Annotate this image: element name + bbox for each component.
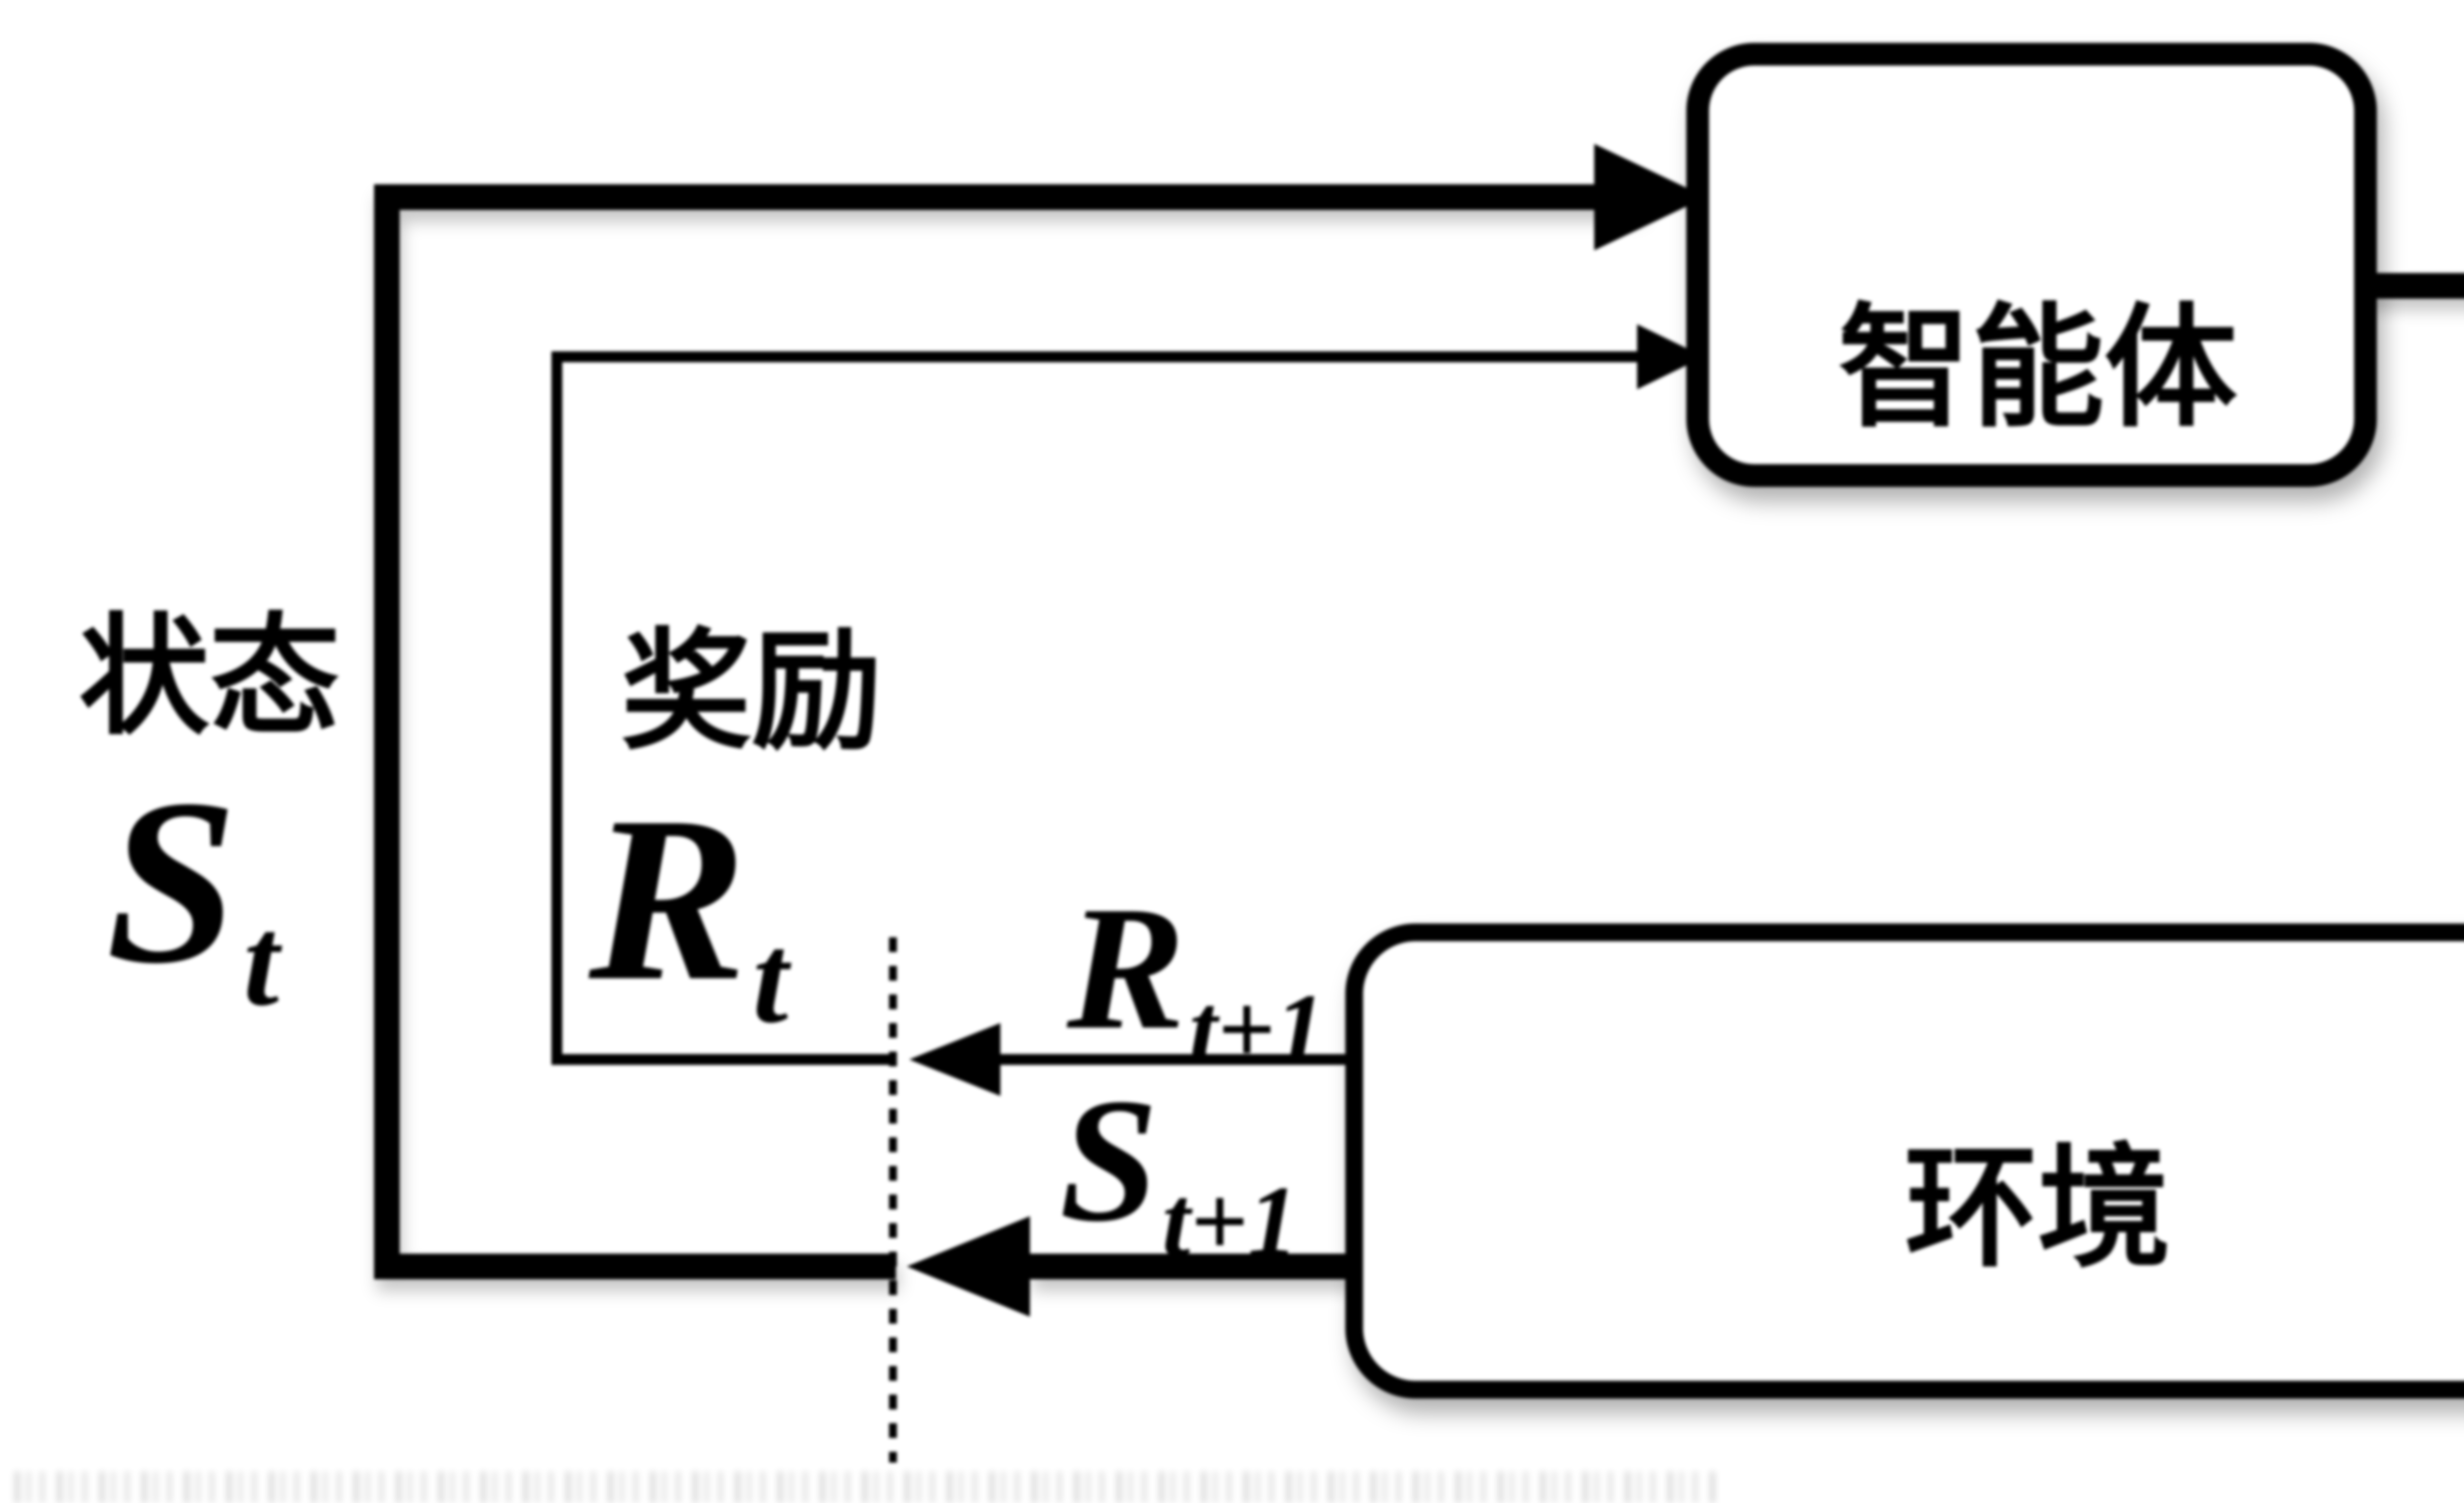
next-reward-arrowhead (909, 1023, 1000, 1096)
state-into-agent-arrowhead (1594, 144, 1706, 250)
next-state-symbol-label: St+1 (1060, 1061, 1299, 1277)
next-reward-symbol-label: Rt+1 (1064, 869, 1325, 1085)
next-state-arrowhead (907, 1216, 1030, 1317)
reward-loop-line (551, 351, 1641, 1065)
agent-box-label: 智能体 (1838, 296, 2237, 443)
reward-symbol-label: Rt (585, 767, 793, 1050)
state-word-label: 状态 (79, 606, 340, 751)
state-loop-line (374, 184, 1641, 1279)
state-symbol-label: St (106, 750, 283, 1032)
cropped-caption-remnant (15, 1471, 1715, 1503)
environment-box (1345, 923, 2464, 1399)
agent-box (1686, 43, 2377, 487)
reward-into-agent-arrowhead (1637, 324, 1704, 389)
reward-word-label: 奖励 (621, 621, 882, 765)
environment-box-label: 环境 (1905, 1136, 2171, 1283)
